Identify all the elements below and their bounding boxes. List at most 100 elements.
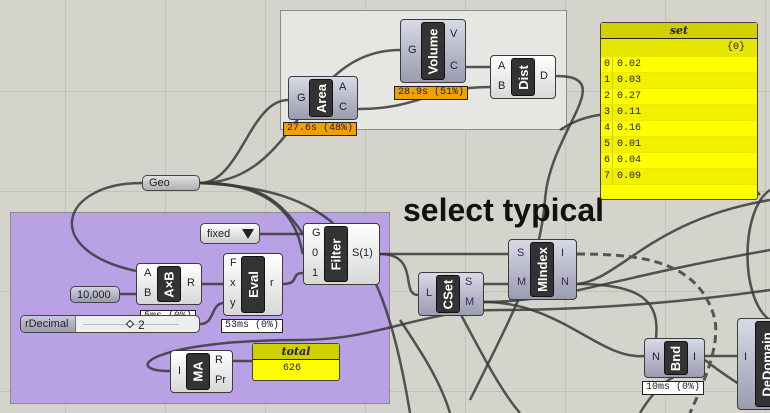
panel-path: {0} [601,39,757,57]
create-set-core[interactable]: CSet [436,275,460,313]
input-g[interactable]: G [312,227,321,239]
output-c[interactable]: C [339,101,347,113]
row-value: 0.09 [617,171,642,182]
dist-component[interactable]: A B Dist D [490,55,556,99]
value-list-label: fixed [207,227,231,240]
row-value: 0.04 [617,155,642,166]
output-i[interactable]: I [693,351,697,363]
number-param[interactable]: 10,000 [70,286,120,303]
wire [468,74,584,401]
row-index: 3 [601,105,613,120]
dropdown-triangle-icon[interactable] [242,229,254,239]
deconstruct-domain-core[interactable]: DeDomain [755,321,770,407]
output-d[interactable]: D [540,70,548,82]
input-a[interactable]: A [498,60,506,72]
create-set-component[interactable]: L CSet S M [418,272,484,316]
input-0[interactable]: 0 [312,247,319,259]
input-n[interactable]: N [652,351,660,363]
wire [70,181,143,273]
wire [458,312,521,413]
input-s[interactable]: S [517,247,525,259]
slider-label: rDecimal [21,316,76,332]
member-index-core[interactable]: MIndex [530,242,554,297]
fixed-value-list[interactable]: fixed [200,223,260,244]
total-panel[interactable]: total 626 [252,343,340,381]
wire [483,248,770,304]
volume-profiler: 28.9s (51%) [394,86,469,100]
output-s[interactable]: S [465,276,473,288]
wire [379,252,419,297]
input-y[interactable]: y [230,297,236,309]
input-x[interactable]: x [230,277,236,289]
bounds-component[interactable]: N Bnd I [644,338,705,378]
eval-core[interactable]: Eval [241,256,265,313]
input-a[interactable]: A [144,267,152,279]
bounds-core[interactable]: Bnd [664,341,688,375]
row-index: 7 [601,169,613,184]
output-a[interactable]: A [339,81,347,93]
volume-core[interactable]: Volume [421,22,445,80]
wire [483,300,645,358]
output-s1[interactable]: S(1) [352,247,373,259]
output-r[interactable]: R [187,277,195,289]
area-component[interactable]: G Area A C [288,76,358,120]
input-b[interactable]: B [144,287,152,299]
input-1[interactable]: 1 [312,267,319,279]
input-f[interactable]: F [230,257,237,269]
input-i[interactable]: I [744,351,748,363]
filter-core[interactable]: Filter [324,226,348,282]
volume-component[interactable]: G Volume V C [400,19,466,83]
row-index: 0 [601,57,613,72]
output-i[interactable]: I [561,247,565,259]
output-v[interactable]: V [450,28,458,40]
slider-handle[interactable] [125,319,135,329]
input-b[interactable]: B [498,80,506,92]
output-r[interactable]: R [215,354,223,366]
wire [576,198,770,286]
wire [199,301,224,326]
input-g[interactable]: G [297,92,306,104]
row-index: 4 [601,121,613,136]
input-i[interactable]: I [178,365,182,377]
member-index-component[interactable]: S M MIndex I N [508,239,577,300]
slider-value: 2 [138,318,145,332]
multiplication-core[interactable]: A×B [157,266,181,302]
dist-core[interactable]: Dist [511,58,535,96]
wire [398,319,452,413]
row-value: 0.03 [617,75,642,86]
area-core[interactable]: Area [309,79,333,117]
row-value: 0.27 [617,91,642,102]
deconstruct-domain-component[interactable]: I DeDomain [737,318,770,410]
mass-addition-component[interactable]: I MA R Pr [170,350,233,393]
rdecimal-slider[interactable]: rDecimal 2 [20,315,200,333]
bounds-profiler: 10ms (0%) [642,381,705,395]
mass-addition-core[interactable]: MA [186,353,210,390]
filter-component[interactable]: G 0 1 Filter S(1) [303,223,380,285]
geo-param[interactable]: Geo [142,175,200,191]
input-m[interactable]: M [517,276,527,288]
output-pr[interactable]: Pr [215,374,226,386]
geo-label: Geo [149,177,170,189]
multiplication-component[interactable]: A B A×B R [136,263,202,305]
canvas-annotation: select typical [403,192,604,228]
output-r[interactable]: r [270,277,274,289]
output-n[interactable]: N [561,276,569,288]
dashed-wire [576,252,718,413]
eval-profiler: 53ms (0%) [221,319,284,333]
output-m[interactable]: M [465,296,475,308]
output-c[interactable]: C [450,60,458,72]
eval-component[interactable]: F x y Eval r [223,253,283,316]
row-value: 0.16 [617,123,642,134]
wire [576,282,658,339]
input-g[interactable]: G [408,44,417,56]
row-index: 2 [601,89,613,104]
input-l[interactable]: L [426,287,433,299]
